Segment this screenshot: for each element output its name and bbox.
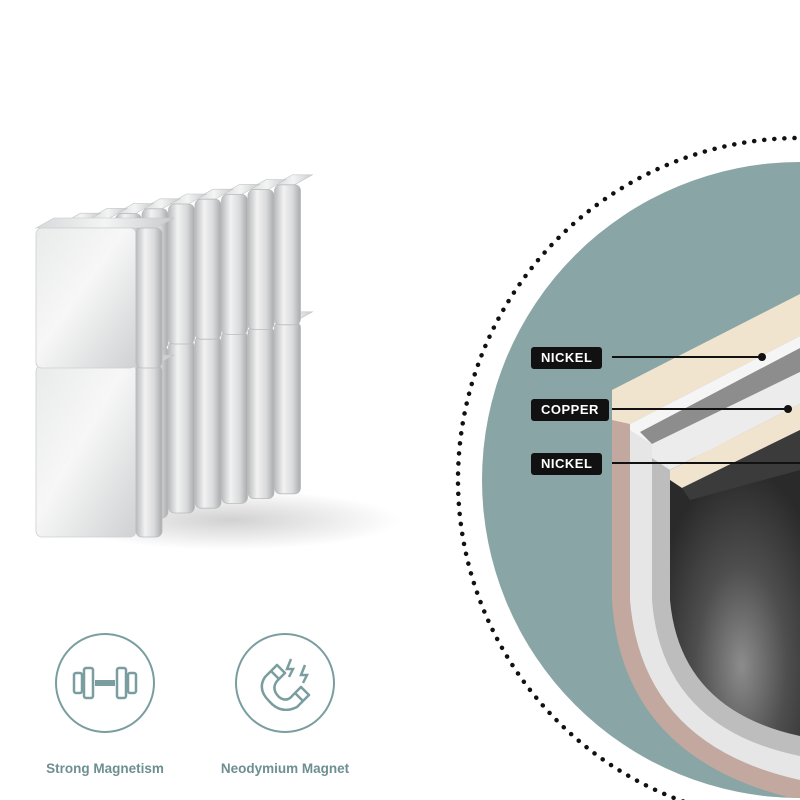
feature-circle	[235, 633, 335, 733]
layer-label-nickel-bottom: NICKEL	[531, 453, 603, 475]
magnet-block	[167, 193, 208, 345]
top-face-lower-tan	[670, 404, 800, 488]
magnet-block	[34, 217, 176, 369]
magnet-block	[220, 184, 261, 335]
horseshoe-magnet-icon	[260, 658, 311, 711]
layer-label-nickel-top: NICKEL	[531, 347, 603, 369]
feature-caption: Strong Magnetism	[46, 761, 164, 776]
top-face-lower-nickel	[652, 372, 800, 470]
magnet-core	[670, 454, 800, 736]
layer-label-copper: COPPER	[531, 399, 609, 421]
feature-strong-magnetism: Strong Magnetism	[25, 633, 185, 776]
magnet-block	[273, 174, 314, 326]
feature-neodymium-magnet: Neodymium Magnet	[205, 633, 365, 776]
feature-circle	[55, 633, 155, 733]
pointer-dot-nickel-top	[758, 353, 766, 361]
pointer-dot-copper	[784, 405, 792, 413]
top-face-copper-grey	[640, 348, 800, 444]
feature-caption: Neodymium Magnet	[220, 761, 350, 776]
top-face-core	[682, 430, 800, 500]
top-face-nickel	[612, 294, 800, 424]
magnet-block	[246, 179, 288, 331]
magnet-block	[193, 188, 235, 340]
dumbbell-icon	[72, 666, 138, 700]
